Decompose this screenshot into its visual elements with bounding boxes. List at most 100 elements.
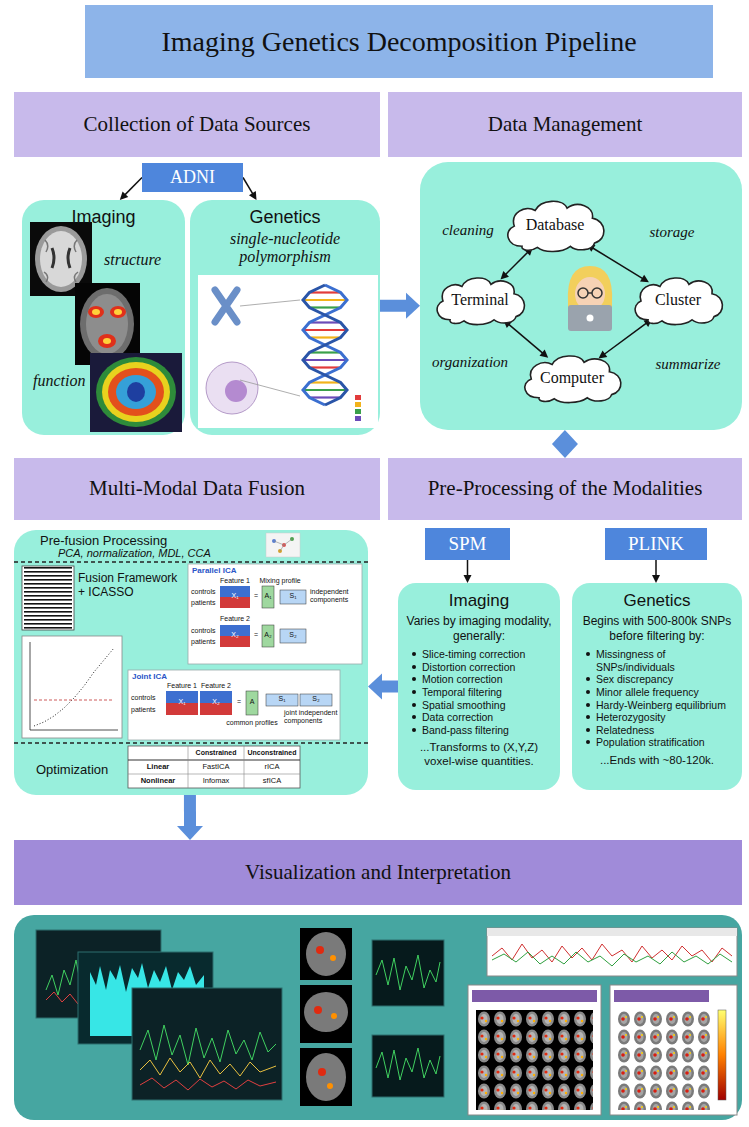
label-holder: S₁ (278, 695, 285, 703)
bullet-row: Distortion correction (406, 661, 552, 674)
arrow-head (177, 826, 203, 840)
visualization-panel (327, 1083, 333, 1089)
node-heading: Imaging (449, 591, 509, 611)
prefusion-thumbnail (266, 533, 300, 557)
section-header: Visualization and Interpretation (14, 840, 742, 905)
label-holder: patients (191, 599, 216, 607)
bullet-dot (586, 652, 590, 656)
pet-scan (90, 353, 182, 432)
node-text: Begins with 500-800k SNPs before filteri… (580, 614, 734, 643)
visualization-panel (331, 1013, 337, 1019)
label-holder: = (237, 698, 241, 706)
parallel-ica-bars (262, 586, 274, 608)
bullet-text: Distortion correction (422, 661, 552, 674)
bullet-dot (412, 677, 416, 681)
bullet-dot (586, 690, 590, 694)
diagram-label: common profiles (226, 719, 277, 727)
title-band: Imaging Genetics Decomposition Pipeline (85, 5, 713, 78)
connector-line (184, 795, 196, 827)
bullet-text: Sex discrepancy (596, 673, 734, 686)
node-text: function (33, 371, 85, 390)
visualization-panel (140, 1025, 276, 1065)
panel-fill (22, 200, 185, 435)
functional-mri (114, 309, 122, 315)
connector (463, 560, 471, 583)
preprocessing-panel: ImagingVaries by imaging modality, gener… (398, 583, 560, 790)
visualization-panel (306, 932, 346, 976)
diagram-label: controls (131, 694, 156, 702)
bullet-text: Slice-timing correction (422, 648, 552, 661)
node-heading: Data Management (488, 112, 643, 137)
optimization-table (128, 759, 300, 760)
visualization-panel (304, 992, 348, 1032)
label-holder: Feature 1 (167, 682, 197, 690)
arrow-head (120, 191, 128, 200)
bullet-text: Hardy-Weinberg equilibrium (596, 699, 734, 712)
diagram-label: sfICA (263, 777, 281, 786)
parallel-ica-bars (262, 625, 274, 647)
visualization-panel (614, 990, 709, 1002)
bullet-dot (412, 703, 416, 707)
bullet-dot (586, 677, 590, 681)
section-header: Data Management (388, 92, 742, 157)
node-text: Optimization (36, 762, 108, 778)
diagram-label: Nonlinear (141, 777, 176, 786)
label-holder: A₁ (264, 592, 271, 600)
diagram-label: S₁ (289, 592, 296, 600)
bullet-text: Heterozygosity (596, 711, 734, 724)
bullet-row: Relatedness (580, 724, 734, 737)
text-holder: Imaging (22, 207, 185, 229)
connector-line (655, 560, 657, 576)
pet-scan (108, 368, 164, 416)
panel-fill (128, 670, 340, 740)
arrow-head (552, 444, 578, 458)
visualization-panel (14, 915, 742, 1120)
node-heading: Cluster (655, 290, 701, 309)
prefusion-thumbnail (274, 539, 292, 551)
functional-mri (86, 294, 128, 354)
label-holder: Unconstrained (247, 749, 296, 757)
diagram-label: Mixing profile (259, 577, 300, 585)
visualization-panel (306, 1053, 346, 1101)
pet-scan (102, 362, 170, 422)
text-holder: Joint ICA (132, 672, 167, 682)
dna-illustration (303, 359, 347, 361)
bullet-dot (586, 740, 590, 744)
text-holder: Fusion Framework + ICASSO (78, 572, 184, 600)
connector (243, 178, 257, 201)
arrow-head (500, 271, 508, 279)
bullet-text: Temporal filtering (422, 686, 552, 699)
node-heading: Genetics (190, 207, 380, 229)
label-holder: = (254, 631, 258, 639)
visualization-panel (300, 985, 352, 1043)
edge-label: cleaning (442, 221, 494, 239)
management-panel: DatabaseTerminalClusterComputer (420, 162, 742, 430)
cloud-node: Cluster (628, 274, 728, 326)
functional-mri (75, 283, 140, 365)
label-holder: rICA (265, 763, 280, 772)
structural-mri (44, 240, 78, 282)
bullet-row: Sex discrepancy (580, 673, 734, 686)
text-holder: Optimization (36, 762, 108, 778)
arrow-head (552, 430, 578, 444)
tool-box: PLINK (605, 528, 707, 560)
block-arrow (552, 430, 578, 458)
structural-mri (52, 248, 70, 268)
visualization-panel (318, 1068, 326, 1076)
diagram-label: S₁ (278, 695, 285, 703)
diagram-label: X₁ (178, 698, 185, 706)
visualization-panel (472, 990, 597, 1002)
connector (598, 319, 652, 359)
text-holder: PCA, normalization, MDL, CCA (58, 547, 211, 560)
pet-scan (96, 357, 176, 427)
bullet-text: Motion correction (422, 673, 552, 686)
separator (14, 562, 368, 743)
label-holder: sfICA (263, 777, 281, 786)
node-text: PCA, normalization, MDL, CCA (58, 547, 211, 560)
label-holder: controls (191, 627, 216, 635)
structural-mri (35, 226, 87, 292)
visualization-panel (487, 928, 737, 976)
section-header: Collection of Data Sources (14, 92, 380, 157)
